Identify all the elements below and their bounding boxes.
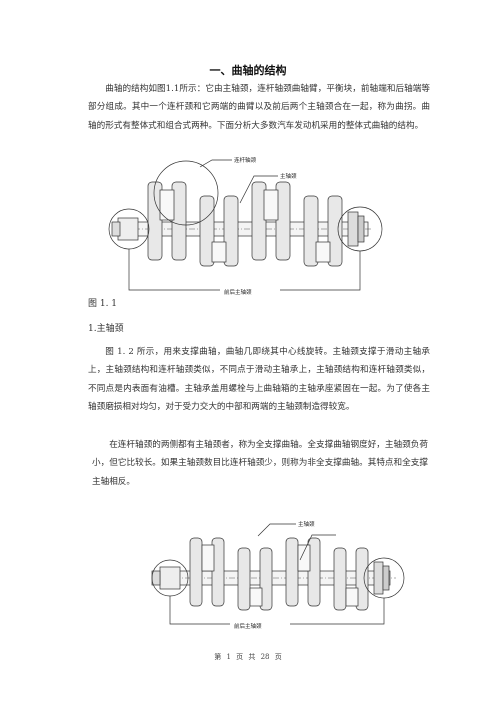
label-connecting-rod-journal: 连杆轴颈: [234, 156, 257, 164]
intro-paragraph: 曲轴的结构如图1.1所示：它由主轴颈，连杆轴颈曲轴臂，平衡块，前轴端和后轴端等部…: [88, 84, 430, 131]
main-journal-paragraph: 图 1. 2 所示，用来支撑曲轴，曲轴几即绕其中心线旋转。主轴颈支撑于滑动主轴承…: [88, 347, 430, 413]
page-footer: 第 1 页 共 28 页: [214, 653, 282, 661]
label-front-rear-main-journal-fig1: 前后主轴颈: [224, 288, 252, 296]
label-front-rear-main-journal-fig2: 前后主轴颈: [234, 622, 262, 630]
label-main-journal-fig2: 主轴颈: [298, 520, 315, 528]
label-main-journal-fig1: 主轴颈: [280, 172, 297, 180]
main-journal-subheading: 1.主轴颈: [88, 324, 124, 334]
full-support-paragraph: 在连杆轴颈的两侧都有主轴颈者，称为全支撑曲轴。全支撑曲轴钢度好，主轴颈负荷小，但…: [92, 440, 428, 487]
figure-1-caption: 图 1. 1: [88, 299, 118, 309]
section-heading: 一、曲轴的结构: [209, 64, 287, 77]
